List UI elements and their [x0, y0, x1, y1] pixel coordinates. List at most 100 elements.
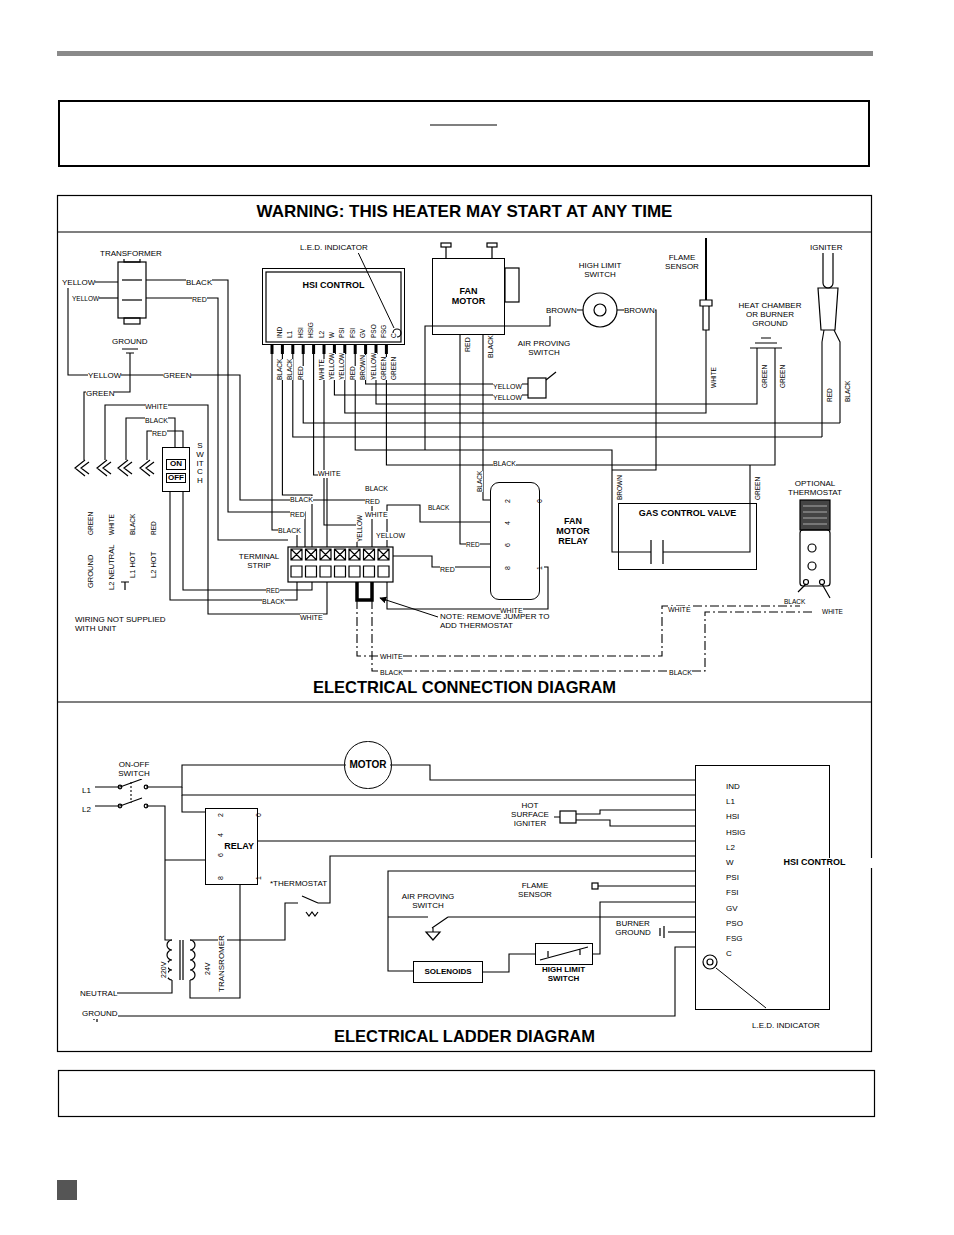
- warning-title: WARNING: THIS HEATER MAY START AT ANY TI…: [257, 203, 673, 222]
- control-box: HSI CONTROL: [262, 268, 405, 345]
- box-label: HSI CONTROL: [303, 281, 365, 291]
- wire: [668, 931, 695, 932]
- label-anchor: YELLOW: [493, 375, 522, 393]
- wire: [390, 765, 695, 780]
- part-label: RED: [466, 541, 480, 548]
- label-anchor: 6: [209, 853, 227, 857]
- label-anchor: HSI: [726, 805, 739, 823]
- part-label: PSO: [726, 920, 743, 929]
- label-anchor: 8: [496, 566, 514, 570]
- label-anchor: 220V: [152, 962, 170, 978]
- part-label: BLACK: [669, 669, 692, 677]
- wire: [182, 787, 695, 795]
- component-symbol: [266, 272, 401, 342]
- label-anchor: IND: [268, 327, 286, 338]
- label-anchor: GROUND: [82, 1002, 118, 1020]
- part-label: HOT SURFACE IGNITER: [506, 802, 554, 828]
- label-anchor: C: [382, 333, 400, 338]
- part-label: GREEN: [86, 390, 114, 399]
- wire-label: GREEN: [390, 357, 397, 380]
- wire-label: 0: [255, 813, 263, 817]
- wire-label: W: [328, 332, 335, 338]
- part-label: HSIG: [726, 829, 746, 838]
- part-label: C: [726, 950, 732, 959]
- component-symbol: [426, 932, 440, 940]
- label-anchor: GREEN: [771, 365, 789, 388]
- wire: [388, 871, 695, 971]
- label-anchor: IND: [726, 775, 740, 793]
- label-anchor: ELECTRICAL LADDER DIAGRAM: [57, 1027, 872, 1046]
- label-anchor: WHITE: [702, 367, 720, 388]
- label-anchor: W: [726, 851, 734, 869]
- box-label: RELAY: [224, 842, 254, 852]
- wire: [386, 348, 775, 465]
- component-symbol: [660, 926, 664, 938]
- wire: [190, 885, 240, 998]
- wire-label: 6: [217, 853, 225, 857]
- page-frame: [57, 231, 872, 232]
- label-anchor: L1 HOT: [121, 552, 139, 578]
- wire-label: BLACK: [487, 335, 495, 358]
- component-symbol: [583, 293, 617, 327]
- label-anchor: NOTE: REMOVE JUMPER TO ADD THERMOSTAT: [440, 613, 552, 632]
- label-anchor: L.E.D. INDICATOR: [752, 1014, 820, 1032]
- part-label: FSI: [726, 889, 738, 898]
- page-frame: [57, 51, 875, 1200]
- wire: [334, 354, 528, 395]
- wire-label: GV: [359, 329, 366, 338]
- wire-label: HSI: [297, 327, 304, 338]
- page-frame: [57, 701, 872, 702]
- label-anchor: YELLOW: [72, 287, 99, 305]
- label-anchor: GREEN: [746, 477, 764, 500]
- part-label: WHITE: [668, 606, 691, 614]
- part-label: GROUND: [112, 338, 148, 347]
- part-label: IGNITER: [810, 244, 842, 253]
- label-anchor: 6: [496, 543, 514, 547]
- wire-label: BLACK: [476, 471, 483, 492]
- component-symbol: [288, 547, 393, 582]
- wire-connector: [483, 954, 535, 972]
- label-anchor: FLAME SENSOR: [512, 882, 558, 901]
- component-symbol: [446, 247, 492, 258]
- component-symbol: [180, 940, 183, 980]
- label-anchor: BLACK: [479, 335, 497, 358]
- wire: [68, 282, 372, 547]
- motor-circle: MOTOR: [344, 741, 391, 788]
- label-anchor: HSI: [289, 327, 307, 338]
- label-anchor: RED: [341, 366, 359, 380]
- label-anchor: L2: [82, 798, 91, 816]
- label-anchor: ON-OFF SWITCH: [112, 761, 156, 780]
- wire-label: IND: [276, 327, 283, 338]
- part-label: BLACK: [493, 460, 516, 468]
- wire-label: 1: [255, 876, 263, 880]
- part-label: YELLOW: [493, 383, 522, 391]
- wire-label: RED: [297, 366, 304, 380]
- component-symbol: [594, 304, 606, 316]
- part-label: BLACK: [262, 598, 285, 606]
- label-anchor: RED: [290, 503, 305, 521]
- part-label: NEUTRAL: [80, 990, 117, 999]
- label-anchor: 2: [209, 813, 227, 817]
- wire: [598, 885, 695, 886]
- label-anchor: WHITE: [380, 645, 403, 663]
- component-symbol: [487, 243, 497, 247]
- wire-label: PSI: [338, 328, 345, 338]
- component-symbol: [700, 300, 712, 330]
- label-anchor: BLACK: [468, 471, 486, 492]
- wire: [146, 298, 288, 540]
- component-symbol: [528, 378, 546, 398]
- component-symbol: [560, 811, 576, 823]
- part-label: RED: [152, 430, 167, 438]
- part-label: HSI: [726, 813, 739, 822]
- label-anchor: WIRING NOT SUPPLIED WITH UNIT: [75, 616, 175, 635]
- part-label: WHITE: [145, 403, 168, 411]
- part-label: BLACK: [145, 417, 168, 425]
- component-symbol: [75, 238, 838, 1022]
- component-symbol: [808, 562, 816, 570]
- label-anchor: W: [320, 332, 338, 338]
- label-anchor: WHITE: [100, 514, 118, 535]
- label-anchor: RED: [466, 533, 480, 551]
- label-anchor: BROWN: [624, 299, 655, 317]
- label-anchor: RED: [365, 490, 380, 508]
- label-anchor: WHITE: [145, 395, 168, 413]
